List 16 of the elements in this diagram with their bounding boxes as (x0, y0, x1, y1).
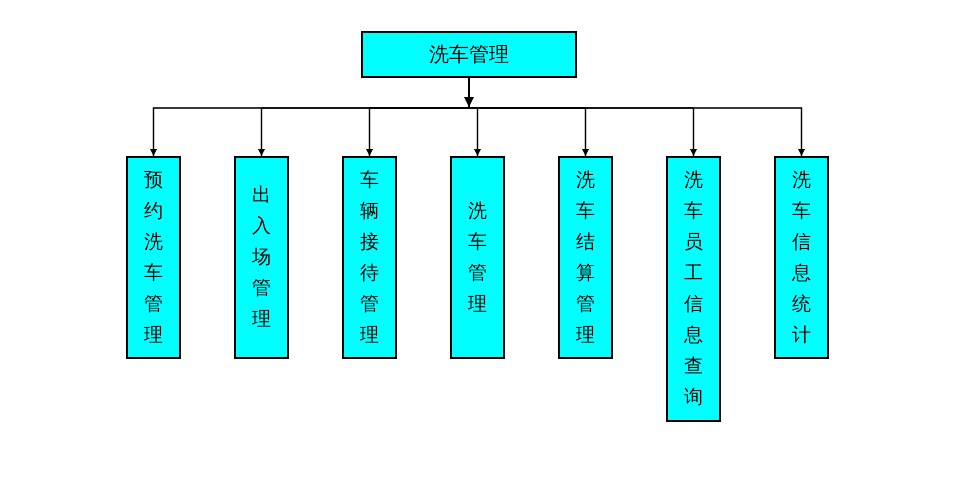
node-label: 出入场管理 (252, 183, 271, 332)
node-label: 洗车信息统计 (792, 168, 811, 348)
node-label: 洗车管理 (468, 198, 487, 316)
root-box (361, 31, 577, 78)
node-label: 洗车管理 (429, 41, 509, 68)
module-box (666, 156, 721, 422)
node-label: 洗车员工信息查询 (684, 168, 703, 410)
module-box (234, 156, 289, 359)
module-box (774, 156, 829, 359)
module-box (558, 156, 613, 359)
module-box (126, 156, 181, 359)
module-box (450, 156, 505, 359)
node-label: 洗车结算管理 (576, 168, 595, 348)
node-label: 预约洗车管理 (144, 168, 163, 348)
node-label: 车辆接待管理 (360, 168, 379, 348)
module-box (342, 156, 397, 359)
